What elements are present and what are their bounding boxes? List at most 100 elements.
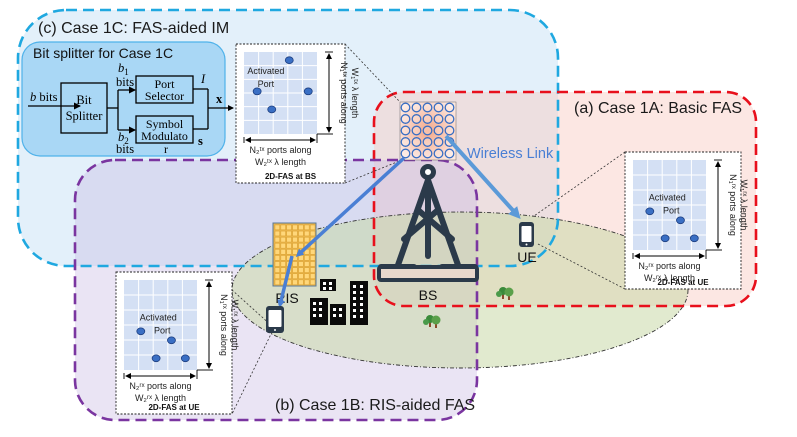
- input-bits-unit: bits: [39, 90, 57, 104]
- activated-port-label-line1: Activated: [649, 193, 686, 203]
- ue-label: UE: [517, 249, 536, 265]
- leader-line-bs: [344, 43, 401, 103]
- antenna-element: [411, 137, 422, 147]
- ris-element: [304, 230, 310, 237]
- antenna-element: [400, 137, 411, 147]
- antenna-element: [444, 114, 455, 124]
- ris-element: [280, 267, 286, 273]
- b2-subscript: 2: [124, 136, 129, 146]
- building-window: [360, 303, 363, 306]
- output-x-label: x: [216, 92, 223, 106]
- building-window: [353, 303, 356, 306]
- case-a-label: (a) Case 1A: Basic FAS: [574, 100, 742, 117]
- ris-element: [274, 236, 280, 243]
- antenna-element: [422, 125, 433, 136]
- ris-element: [274, 279, 280, 285]
- building-window: [329, 282, 332, 285]
- ris-element: [304, 224, 310, 231]
- svg-text:b1: b1: [118, 61, 129, 77]
- ris-element: [310, 273, 316, 279]
- antenna-element: [411, 102, 422, 113]
- wireless-link-bs-to-ris: [295, 156, 406, 258]
- bit-splitter-line2: Splitter: [66, 109, 104, 123]
- antenna-element: [411, 125, 422, 136]
- activated-port-dot: [303, 87, 313, 96]
- symbol-modulator-line3: r: [164, 142, 168, 156]
- activated-port-dot: [167, 336, 176, 345]
- svg-text:b2: b2: [118, 130, 129, 146]
- antenna-element: [400, 148, 411, 159]
- ris-element: [298, 236, 304, 243]
- building-window: [353, 297, 356, 300]
- ris-element: [280, 230, 286, 237]
- vertical-dimension-label-line1: N₁ʳˣ ports along: [219, 294, 229, 356]
- bit-splitter-line1: Bit: [76, 93, 92, 107]
- activated-port-label-line2: Port: [663, 206, 680, 216]
- antenna-element: [411, 148, 422, 159]
- b1-unit: bits: [116, 75, 134, 89]
- input-bits-var: b: [30, 90, 36, 104]
- building-window: [360, 285, 363, 288]
- wireless-link-label: Wireless Link: [467, 146, 554, 162]
- activated-port-dot: [267, 105, 277, 114]
- antenna-element: [433, 125, 444, 136]
- building-window: [333, 314, 336, 317]
- building-window: [353, 285, 356, 288]
- ris-element: [298, 224, 304, 231]
- base-station-tower-icon: [377, 164, 479, 282]
- ris-element: [310, 249, 316, 255]
- ris-element: [274, 255, 280, 261]
- ris-element: [280, 249, 286, 255]
- ris-element: [280, 261, 286, 267]
- antenna-element: [411, 114, 422, 124]
- ris-element: [292, 255, 298, 261]
- panel-caption: 2D-FAS at UE: [657, 278, 709, 287]
- ris-element: [298, 255, 304, 261]
- antenna-element: [422, 102, 433, 113]
- ris-element: [274, 243, 280, 249]
- ris-element: [298, 230, 304, 237]
- output-I-label: I: [200, 72, 206, 86]
- activated-port-dot: [676, 216, 685, 225]
- building-window: [339, 308, 342, 311]
- building-window: [360, 309, 363, 312]
- antenna-array-icon: [399, 101, 457, 161]
- ris-element: [292, 236, 298, 243]
- vertical-dimension-label-line2: W₁ᵗˣ λ length: [350, 68, 360, 118]
- antenna-element: [400, 114, 411, 124]
- b2-var: b: [118, 130, 124, 144]
- building-window: [353, 309, 356, 312]
- case-c-label: (c) Case 1C: FAS-aided IM: [38, 20, 229, 37]
- b1-subscript: 1: [124, 67, 129, 77]
- antenna-element: [422, 148, 433, 159]
- ris-element: [280, 243, 286, 249]
- b1-var: b: [118, 61, 124, 75]
- building-window: [323, 282, 326, 285]
- building-window: [360, 291, 363, 294]
- building-window: [353, 315, 356, 318]
- ris-element: [310, 267, 316, 273]
- ris-element: [280, 273, 286, 279]
- antenna-element: [433, 137, 444, 147]
- activated-port-label-line2: Port: [258, 79, 275, 89]
- ris-element: [304, 236, 310, 243]
- ris-element: [298, 273, 304, 279]
- vertical-dimension-label-line1: N₁ʳˣ ports along: [728, 174, 738, 236]
- wireless-link-bs-to-ue: [444, 134, 521, 219]
- ris-element: [304, 267, 310, 273]
- antenna-element: [444, 148, 455, 159]
- horizontal-dimension-label-line1: N₂ᵗˣ ports along: [250, 145, 312, 155]
- activated-port-dot: [151, 354, 161, 363]
- ris-element: [292, 267, 298, 273]
- activated-port-dot: [136, 327, 146, 336]
- building-window: [329, 287, 332, 290]
- activated-port-dot: [645, 207, 655, 216]
- wireless-link-ris-to-ue: [277, 255, 294, 308]
- ris-element: [280, 255, 286, 261]
- horizontal-dimension-label-line2: W₂ᵗˣ λ length: [255, 157, 306, 167]
- building-window: [333, 308, 336, 311]
- symbol-modulator-line1: Symbol: [146, 117, 184, 131]
- ris-element: [292, 230, 298, 237]
- antenna-element: [400, 102, 411, 113]
- ground-ellipse: [231, 211, 689, 369]
